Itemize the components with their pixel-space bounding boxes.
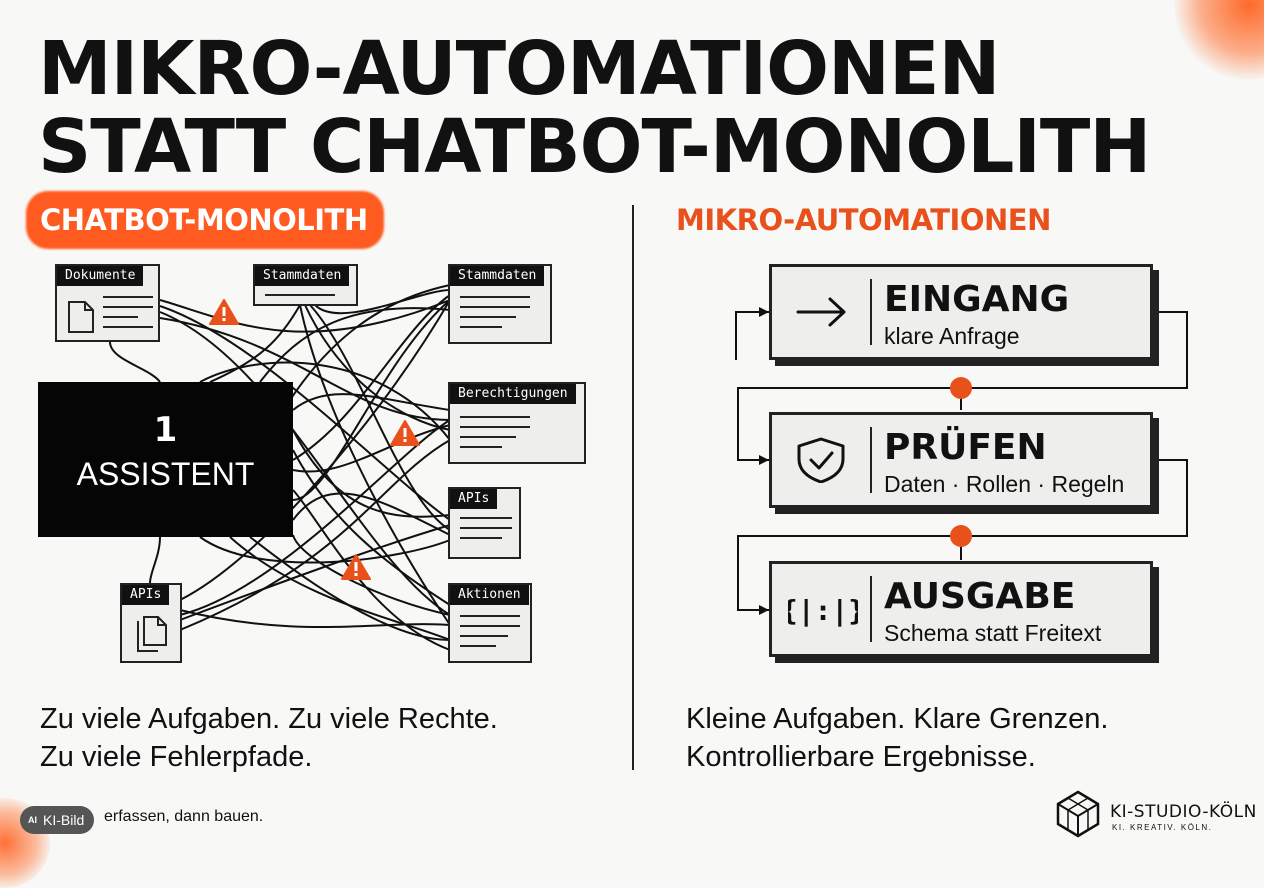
step-subtitle: klare Anfrage [884,323,1020,349]
text-lines [460,416,530,456]
code-braces-icon: {|:|} [788,594,858,627]
assistant-monolith-block: 1 ASSISTENT [38,382,293,537]
section-heading-micro: MIKRO-AUTOMATIONEN [676,203,1051,237]
step-ausgabe: {|:|} AUSGABE Schema statt Freitext [769,561,1153,657]
flow-node-dot [950,377,972,399]
arrow-right-icon [796,297,846,327]
node-stammdaten-right: Stammdaten [448,264,552,344]
node-label: APIs [450,489,498,509]
caption-line: Zu viele Fehlerpfade. [40,741,313,773]
node-label: APIs [122,585,170,605]
brand-mark: KI-STUDIO-KÖLN KI. KREATIV. KÖLN. [1054,790,1257,840]
title-line-2: STATT CHATBOT-MONOLITH [38,104,1151,190]
step-separator [870,427,872,493]
text-lines [460,615,520,655]
warning-icon [209,299,239,325]
text-lines [460,296,530,336]
text-lines [265,294,335,304]
highlighted-heading-text: CHATBOT-MONOLITH [40,203,368,237]
brand-name: KI-STUDIO-KÖLN [1110,802,1257,822]
step-title: EINGANG [884,279,1070,320]
node-aktionen: Aktionen [448,583,532,663]
node-apis-left: APIs [120,583,182,663]
node-label: Dokumente [57,266,144,286]
step-title: AUSGABE [884,576,1076,617]
title-line-1: MIKRO-AUTOMATIONEN [38,26,1000,112]
assistant-count: 1 [153,410,178,450]
step-separator [870,279,872,345]
column-divider [632,205,634,770]
shield-check-icon [797,437,845,483]
brand-subline: KI. KREATIV. KÖLN. [1112,823,1213,832]
caption-line: Zu viele Aufgaben. Zu viele Rechte. [40,703,498,735]
caption-micro: Kleine Aufgaben. Klare Grenzen. Kontroll… [686,700,1108,776]
assistant-label: ASSISTENT [76,456,255,492]
page-title: MIKRO-AUTOMATIONEN STATT CHATBOT-MONOLIT… [38,26,1151,190]
footer-tagline: erfassen, dann bauen. [104,808,264,825]
node-label: Berechtigungen [450,384,576,404]
node-label: Aktionen [450,585,529,605]
step-subtitle: Daten · Rollen · Regeln [884,471,1125,497]
node-label: Stammdaten [255,266,350,286]
node-dokumente: Dokumente [55,264,160,342]
text-lines [103,296,153,336]
caption-line: Kleine Aufgaben. Klare Grenzen. [686,703,1109,735]
ai-badge-prefix: AI [28,815,37,825]
section-heading-monolith: CHATBOT-MONOLITH [40,203,368,237]
document-icon [68,301,94,333]
ai-badge-label: KI-Bild [43,812,85,828]
node-stammdaten-top: Stammdaten [253,264,358,306]
text-lines [460,517,512,547]
connection-lines [109,284,1188,651]
ai-image-badge[interactable]: AI KI-Bild [20,806,95,834]
node-apis-right: APIs [448,487,521,559]
caption-monolith: Zu viele Aufgaben. Zu viele Rechte. Zu v… [40,700,498,776]
flow-node-dot [950,525,972,547]
step-separator [870,576,872,642]
step-title: PRÜFEN [884,427,1047,468]
icon-glyph: {|:|} [788,594,858,627]
step-subtitle: Schema statt Freitext [884,620,1102,646]
warning-icon [341,554,371,580]
node-berechtigungen: Berechtigungen [448,382,586,464]
brand-logo-icon [1056,790,1100,838]
warning-icon [390,420,420,446]
step-pruefen: PRÜFEN Daten · Rollen · Regeln [769,412,1153,508]
caption-line: Kontrollierbare Ergebnisse. [686,741,1036,773]
documents-icon [137,616,167,652]
node-label: Stammdaten [450,266,545,286]
step-eingang: EINGANG klare Anfrage [769,264,1153,360]
